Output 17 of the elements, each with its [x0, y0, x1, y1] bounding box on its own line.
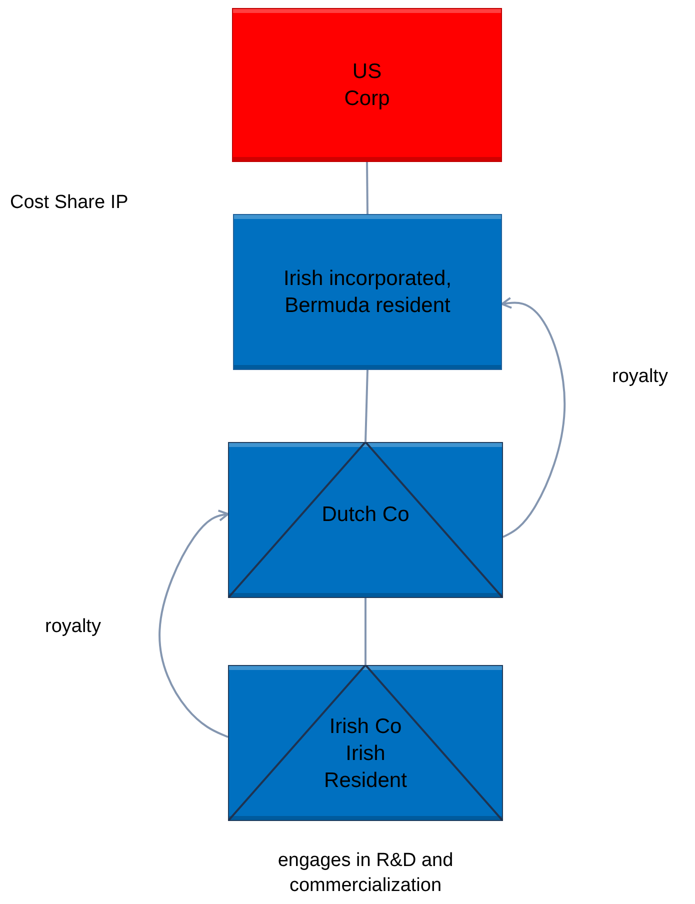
- node-label: Dutch Co: [320, 502, 410, 528]
- connector-line: [364, 370, 368, 442]
- entity-box: [232, 8, 502, 162]
- node-label: Irish Co Irish Resident: [323, 714, 408, 794]
- annotation-text: Cost Share IP: [10, 192, 128, 214]
- triangle-box: [228, 442, 503, 598]
- entity-box: [233, 214, 502, 370]
- connector-line: [366, 162, 368, 214]
- edge-label: royalty: [45, 616, 101, 638]
- curved-arrow: [158, 510, 229, 738]
- edge-label: royalty: [612, 366, 668, 388]
- note-text: engages in R&D and commercialization: [276, 849, 454, 898]
- curved-arrow: [501, 296, 566, 538]
- node-label: Irish incorporated, Bermuda resident: [282, 266, 453, 319]
- triangle-box: [228, 665, 503, 821]
- node-label: US Corp: [343, 59, 391, 112]
- connector-line: [364, 598, 366, 665]
